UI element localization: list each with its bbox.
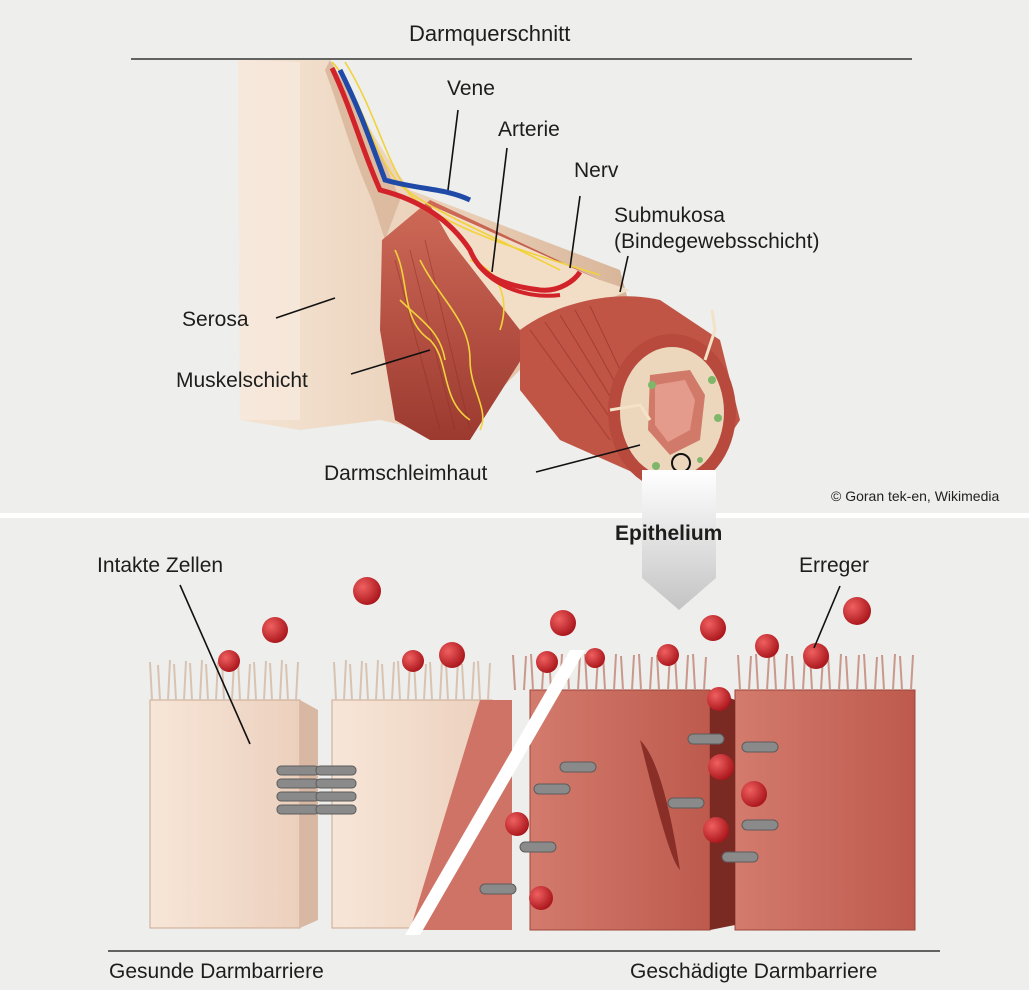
label-submukosa-sub: (Bindegewebsschicht) xyxy=(614,230,819,254)
label-intakte-zellen: Intakte Zellen xyxy=(97,554,223,578)
label-gesunde-darmbarriere: Gesunde Darmbarriere xyxy=(109,960,324,984)
diagram-title: Darmquerschnitt xyxy=(409,21,570,46)
label-submukosa: Submukosa xyxy=(614,204,725,228)
label-vene: Vene xyxy=(447,77,495,101)
label-serosa: Serosa xyxy=(182,308,249,332)
label-darmschleimhaut: Darmschleimhaut xyxy=(324,462,487,486)
label-erreger: Erreger xyxy=(799,554,869,578)
label-muskelschicht: Muskelschicht xyxy=(176,369,308,393)
label-epithelium: Epithelium xyxy=(615,522,722,546)
label-nerv: Nerv xyxy=(574,159,618,183)
label-arterie: Arterie xyxy=(498,118,560,142)
panel-divider xyxy=(0,513,1029,518)
damaged-cells xyxy=(410,654,915,930)
label-geschaedigte-darmbarriere: Geschädigte Darmbarriere xyxy=(630,960,877,984)
image-credit: © Goran tek-en, Wikimedia xyxy=(831,488,999,504)
intestine-cross-section xyxy=(238,60,740,505)
